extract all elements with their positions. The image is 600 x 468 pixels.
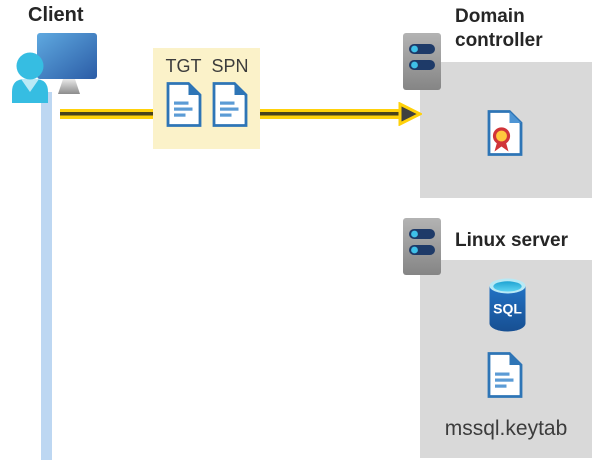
certificate-icon <box>487 110 523 156</box>
domain-controller-label: Domain controller <box>455 6 543 51</box>
domain-controller-server-icon <box>403 33 441 90</box>
tgt-document-icon <box>166 82 201 127</box>
ticket-icons-row <box>166 82 248 127</box>
keytab-document-icon <box>487 352 523 398</box>
client-user-workstation-icon <box>12 33 97 103</box>
keytab-filename: mssql.keytab <box>444 417 568 440</box>
client-label: Client <box>28 4 84 26</box>
person-head <box>16 52 44 80</box>
spn-label: SPN <box>211 56 249 76</box>
linux-server-label: Linux server <box>455 230 568 251</box>
tgt-label: TGT <box>165 56 202 76</box>
sql-database-icon: SQL <box>489 278 526 332</box>
ticket-note-box: TGT SPN <box>153 48 260 149</box>
sql-label: SQL <box>493 301 522 317</box>
monitor-stand <box>58 79 80 94</box>
person-collar <box>21 79 39 92</box>
client-lifeline-bar <box>41 92 52 460</box>
ticket-labels-row: TGT SPN <box>165 56 249 77</box>
auth-request-arrow-head <box>398 102 422 126</box>
linux-server-icon <box>403 218 441 275</box>
monitor-icon <box>37 33 97 79</box>
spn-document-icon <box>212 82 247 127</box>
